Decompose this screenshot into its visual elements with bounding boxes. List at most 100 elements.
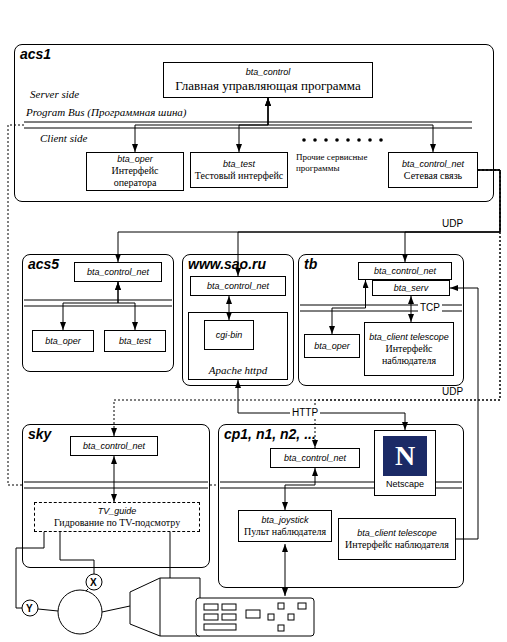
connector [315, 170, 500, 448]
connector [229, 296, 230, 320]
program-name: bta_test [119, 336, 151, 347]
process-box: bta_testТестовый интерфейс [190, 152, 288, 188]
program-name: bta_control_net [83, 441, 145, 452]
drawing-line [24, 300, 172, 301]
process-box: bta_control_netСетевая связь [388, 152, 478, 188]
program-name: bta_oper [45, 336, 81, 347]
local-bus [24, 300, 462, 488]
drawing-rect [204, 604, 218, 610]
process-box: cgi-bin [204, 320, 254, 350]
annotation-label: X [90, 577, 97, 588]
connector [63, 282, 118, 330]
drawing-line [24, 488, 208, 489]
drawing-line [170, 532, 171, 578]
connector-label: HTTP [290, 407, 320, 419]
drawing-line [24, 122, 472, 123]
annotation-label: Client side [40, 132, 87, 145]
connector-label: UDP [440, 386, 465, 398]
program-name: cgi-bin [216, 330, 243, 341]
machine-name: www.sao.ru [188, 256, 266, 272]
drawing-circle [335, 138, 339, 142]
program-description: Тестовый интерфейс [195, 170, 284, 182]
process-box: bta_oper [304, 334, 360, 358]
machine-name: tb [304, 256, 317, 272]
drawing-line [24, 128, 472, 129]
drawing-rect [278, 603, 284, 609]
connector-label: TCP [418, 302, 442, 314]
bus-extension [8, 125, 218, 485]
drawing-line [160, 578, 161, 636]
drawing-rect [222, 604, 236, 610]
process-box: bta_serv [372, 280, 450, 296]
process-box: NNetscape [374, 430, 436, 496]
drawing-circle [302, 138, 306, 142]
program-name: bta_client telescope [357, 528, 437, 539]
machine-name: acs1 [20, 46, 51, 62]
drawing-rect [268, 614, 274, 620]
process-box: bta_client telescopeИнтерфейс наблюдател… [364, 322, 454, 376]
program-name: bta_test [223, 159, 255, 170]
drawing-line [86, 589, 88, 591]
program-name: TV_guide [98, 506, 137, 517]
program-name: Apache httpd [189, 364, 287, 376]
connector [411, 296, 412, 322]
tv-monitor [130, 578, 200, 636]
connector [118, 282, 135, 330]
joystick-pad [196, 544, 314, 636]
process-box: bta_controlГлавная управляющая программа [163, 62, 373, 98]
annotation-label: Server side [30, 88, 79, 101]
program-name: bta_oper [314, 341, 350, 352]
drawing-rect [196, 598, 314, 636]
program-name: N [383, 436, 427, 476]
program-name: bta_control_net [402, 159, 464, 170]
process-box: bta_test [104, 330, 166, 352]
drawing-circle [22, 600, 38, 616]
machine-box: cp1, n1, n2, ...bta_control_netNNetscape… [218, 424, 464, 588]
drawing-circle [313, 138, 317, 142]
drawing-circle [86, 574, 102, 590]
annotation-label: Program Bus (Программная шина) [26, 106, 187, 119]
program-description: Сетевая связь [404, 170, 462, 182]
process-box: bta_control_net [270, 448, 360, 468]
drawing-circle [379, 138, 383, 142]
drawing-circle [357, 138, 361, 142]
machine-box: www.sao.ru bta_control_netApache httpd cgi… [182, 254, 294, 386]
machine-box: acs1 bta_controlГлавная управляющая прогр… [14, 44, 494, 202]
machine-name: acs5 [28, 256, 59, 272]
process-box: bta_control_net [190, 276, 286, 296]
connector [332, 280, 366, 334]
process-box: bta_control_net [70, 436, 158, 456]
connector [268, 98, 433, 152]
drawing-rect [298, 603, 306, 609]
program-name: bta_client telescope [369, 332, 449, 343]
drawing-line [38, 609, 58, 611]
connector [114, 456, 115, 502]
machine-box: tbbta_control_netbta_servbta_operbta_cli… [298, 254, 464, 386]
program-name: bta_serv [394, 283, 429, 294]
drawing-circle [324, 138, 328, 142]
drawing-circle [368, 138, 372, 142]
connector [450, 288, 478, 539]
process-box: TV_guideГидрование по TV-подсмотру [34, 502, 200, 532]
machine-name: sky [28, 426, 51, 442]
process-box: Apache httpd cgi-bin [188, 312, 288, 380]
program-description: Интерфейс наблюдателя [345, 539, 449, 551]
program-description: Пульт наблюдателя [244, 526, 326, 538]
drawing-line [210, 485, 218, 486]
program-name: bta_control_net [87, 267, 149, 278]
service-dots [302, 138, 383, 142]
program-description: Главная управляющая программа [175, 78, 360, 94]
drawing-line [24, 482, 208, 483]
connector [285, 468, 315, 510]
process-box: bta_oper [32, 330, 94, 352]
program-description: Интерфейс оператора [90, 165, 180, 189]
process-box: bta_control_net [74, 262, 162, 282]
drawing-circle [58, 590, 102, 634]
drawing-circle [346, 138, 350, 142]
program-name: bta_joystick [261, 515, 308, 526]
drawing-path [130, 578, 200, 636]
connector [239, 98, 268, 152]
program-name: bta_control [246, 67, 291, 78]
drawing-line [285, 544, 286, 596]
program-description: Гидрование по TV-подсмотру [54, 517, 180, 529]
